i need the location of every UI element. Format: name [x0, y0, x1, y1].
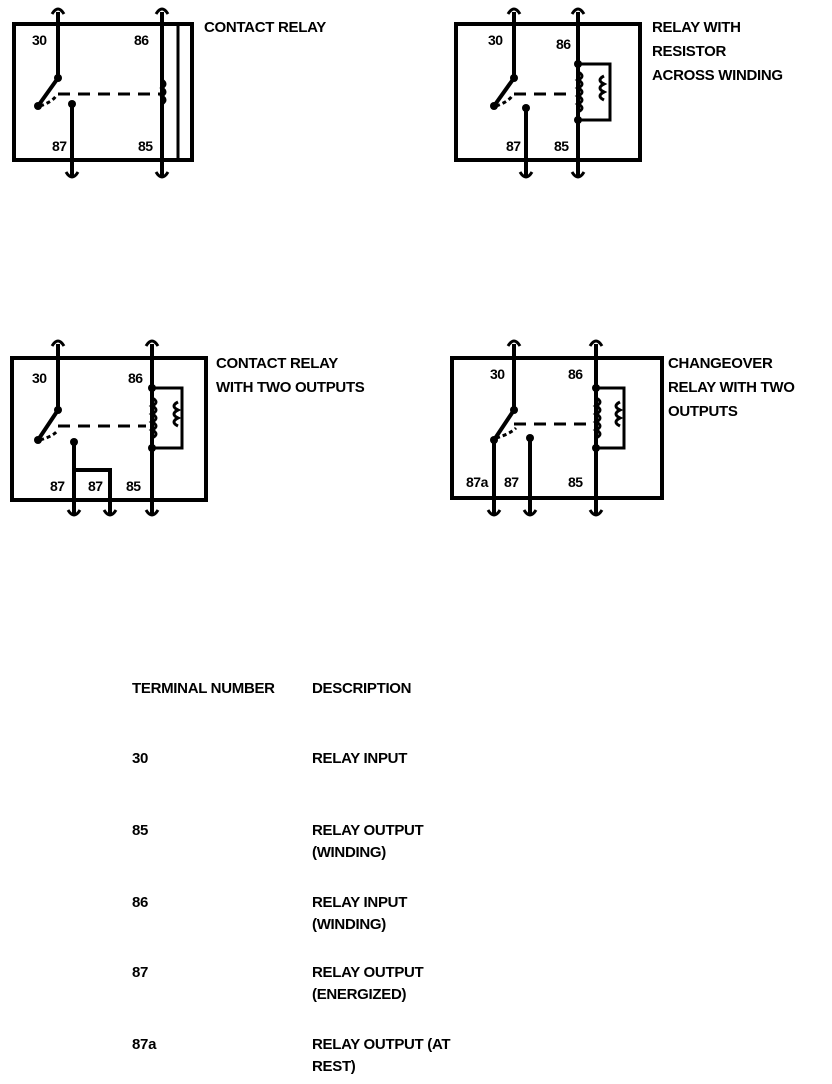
table-row-description: RELAY OUTPUT (WINDING): [312, 820, 492, 864]
relay-schematic: [450, 339, 664, 517]
description-line: RELAY OUTPUT: [312, 964, 424, 981]
terminal-label: 87: [506, 138, 521, 154]
table-row-description: RELAY INPUT: [312, 748, 492, 770]
table-row-description: RELAY OUTPUT (AT REST): [312, 1034, 492, 1078]
terminal-label: 85: [126, 478, 141, 494]
description-line: RELAY INPUT: [312, 894, 408, 911]
diagram-caption: CONTACT RELAY: [204, 16, 326, 40]
terminal-label: 86: [128, 370, 143, 386]
terminal-label: 87: [52, 138, 67, 154]
caption-line: CONTACT RELAY: [204, 19, 326, 36]
relay-schematic: [454, 7, 642, 179]
table-header-number: TERMINAL NUMBER: [132, 680, 275, 697]
caption-line: RELAY WITH TWO: [668, 379, 795, 396]
terminal-label: 30: [32, 370, 47, 386]
table-row-number: 85: [132, 822, 149, 839]
terminal-label: 85: [554, 138, 569, 154]
diagram-caption: CHANGEOVER RELAY WITH TWO OUTPUTS: [668, 352, 795, 424]
terminal-label: 86: [568, 366, 583, 382]
terminal-label: 86: [556, 36, 571, 52]
relay-schematic: [10, 339, 208, 517]
description-line: (WINDING): [312, 916, 386, 933]
table-row-number: 86: [132, 894, 149, 911]
caption-line: RELAY WITH: [652, 19, 741, 36]
caption-line: RESISTOR: [652, 43, 727, 60]
caption-line: OUTPUTS: [668, 403, 738, 420]
terminal-label: 85: [138, 138, 153, 154]
table-row-description: RELAY INPUT (WINDING): [312, 892, 492, 936]
description-line: RELAY INPUT: [312, 750, 408, 767]
relay-schematic: [12, 7, 194, 179]
description-line: REST): [312, 1058, 356, 1075]
relay-diagram-contact: 30 86 87 85 CONTACT RELAY: [0, 0, 400, 190]
terminal-label: 87: [50, 478, 65, 494]
relay-diagram-changeover: 30 86 87a 87 85 CHANGEOVER RELAY WITH TW…: [0, 330, 832, 530]
table-row-number: 30: [132, 750, 149, 767]
caption-line: ACROSS WINDING: [652, 67, 783, 84]
terminal-label: 30: [32, 32, 47, 48]
description-line: RELAY OUTPUT: [312, 822, 424, 839]
relay-diagram-two-outputs: 30 86 87 87 85 CONTACT RELAY WITH TWO OU…: [0, 330, 420, 530]
table-row-number: 87a: [132, 1036, 157, 1053]
diagram-caption: RELAY WITH RESISTOR ACROSS WINDING: [652, 16, 783, 88]
caption-line: CONTACT RELAY: [216, 355, 338, 372]
diagram-caption: CONTACT RELAY WITH TWO OUTPUTS: [216, 352, 365, 400]
caption-line: WITH TWO OUTPUTS: [216, 379, 365, 396]
terminal-label: 87a: [466, 474, 488, 490]
table-row-number: 87: [132, 964, 149, 981]
description-line: RELAY OUTPUT (AT: [312, 1036, 451, 1053]
relay-diagram-resistor: 30 86 87 85 RELAY WITH RESISTOR ACROSS W…: [0, 0, 832, 190]
description-line: (WINDING): [312, 844, 386, 861]
table-header-description: DESCRIPTION: [312, 680, 412, 697]
description-line: (ENERGIZED): [312, 986, 407, 1003]
table-row-description: RELAY OUTPUT (ENERGIZED): [312, 962, 492, 1006]
terminal-label: 30: [490, 366, 505, 382]
terminal-label: 85: [568, 474, 583, 490]
terminal-label: 87: [504, 474, 519, 490]
terminal-label: 30: [488, 32, 503, 48]
terminal-label: 87: [88, 478, 103, 494]
terminal-label: 86: [134, 32, 149, 48]
caption-line: CHANGEOVER: [668, 355, 773, 372]
